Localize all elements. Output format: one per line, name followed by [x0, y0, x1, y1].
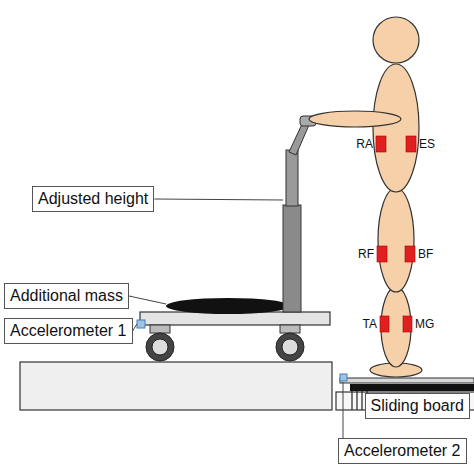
wheel — [276, 333, 304, 361]
wheel-hub — [152, 339, 168, 355]
callout-box: Accelerometer 2 — [338, 438, 467, 464]
sliding-board — [350, 384, 474, 391]
muscle-label: ES — [419, 137, 435, 151]
callout-text: Adjusted height — [38, 189, 148, 209]
floor-slab — [20, 362, 332, 410]
accelerometer-sensor — [137, 320, 145, 328]
muscle-label: RF — [358, 247, 374, 261]
wheel-hub — [282, 339, 298, 355]
muscle-label: BF — [418, 247, 433, 261]
wheel-bracket — [280, 325, 300, 333]
muscle-label: MG — [415, 317, 434, 331]
pole-insert — [286, 150, 298, 206]
leader-line — [343, 382, 344, 438]
sliding-plate — [340, 378, 474, 383]
callout-box: Adjusted height — [32, 186, 154, 212]
pole-tube — [283, 205, 301, 312]
person-figure — [309, 17, 422, 377]
handle-arm — [289, 122, 309, 155]
cart-platform — [140, 312, 330, 325]
callout-text: Accelerometer 1 — [10, 321, 127, 341]
callout-text: Accelerometer 2 — [344, 441, 461, 461]
leader-line — [154, 199, 283, 200]
leader-line — [129, 296, 166, 304]
mass-disc — [166, 298, 290, 314]
wheel-bracket — [150, 325, 170, 333]
accelerometer-sensor — [340, 374, 347, 381]
callout-box: Accelerometer 1 — [4, 318, 133, 344]
callout-text: Sliding board — [371, 396, 464, 416]
wheel — [146, 333, 174, 361]
callout-text: Additional mass — [10, 286, 123, 306]
callout-box: Additional mass — [4, 283, 129, 309]
muscle-label: RA — [356, 137, 373, 151]
muscle-label: TA — [363, 317, 377, 331]
leader-line — [133, 324, 138, 331]
emg-electrode — [376, 136, 416, 332]
callout-box: Sliding board — [365, 393, 470, 419]
